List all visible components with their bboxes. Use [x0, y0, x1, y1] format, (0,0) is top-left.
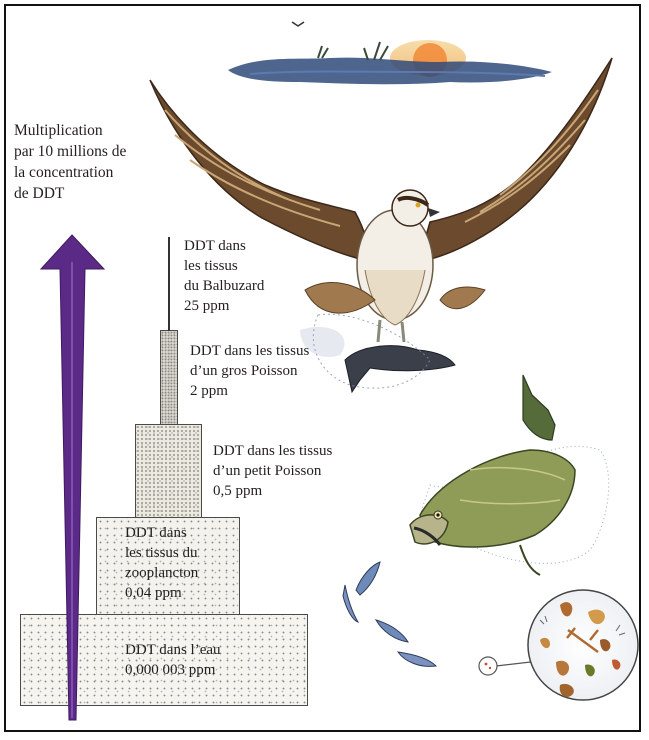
concentration-caption: Multiplication par 10 millions de la con… [14, 120, 189, 204]
label-osprey: DDT dans les tissus du Balbuzard 25 ppm [184, 236, 324, 316]
small-fish-image [343, 562, 436, 666]
label-water: DDT dans l’eau 0,000 003 ppm [125, 640, 295, 680]
landscape-sunset-image [228, 22, 552, 84]
label-big-fish: DDT dans les tissus d’un gros Poisson 2 … [190, 341, 400, 401]
label-small-fish: DDT dans les tissus d’un petit Poisson 0… [213, 441, 443, 501]
label-zooplankton: DDT dans les tissus du zooplancton 0,04 … [125, 523, 245, 603]
concentration-arrow [41, 235, 104, 720]
plankton-magnifier-image [479, 590, 638, 700]
